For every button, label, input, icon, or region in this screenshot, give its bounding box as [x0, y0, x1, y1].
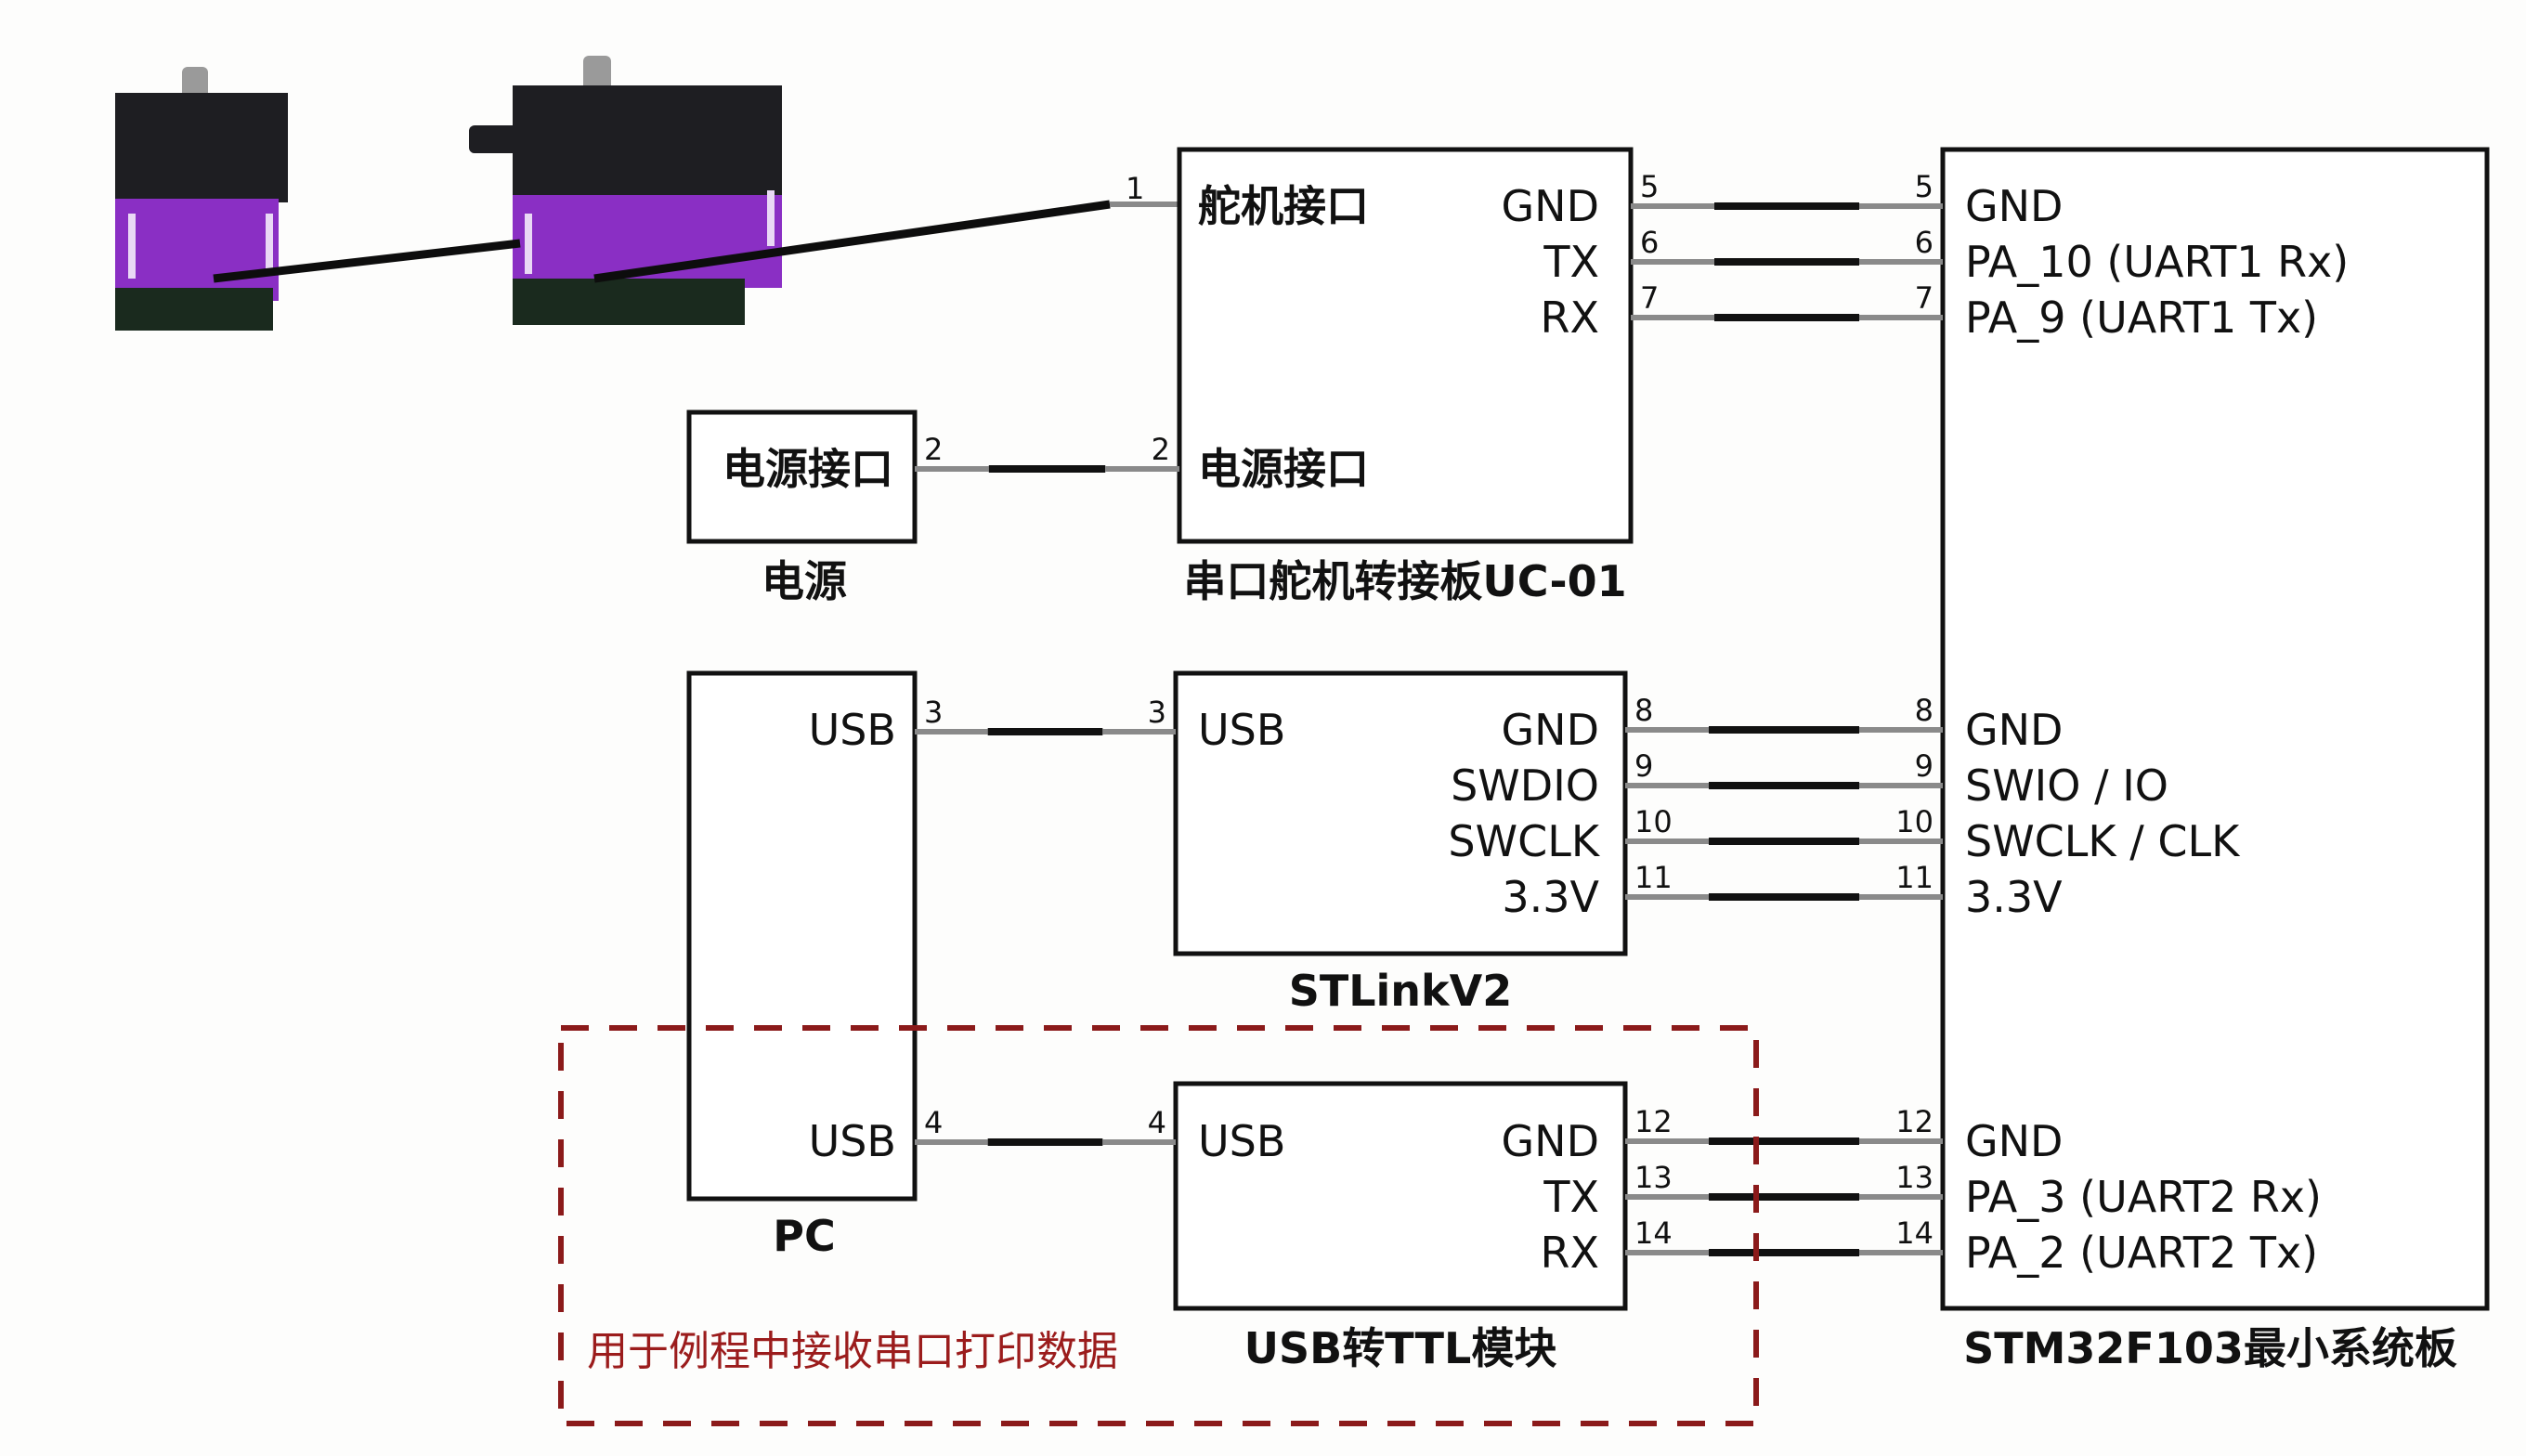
wire-label-11: 11 [1634, 860, 1673, 895]
uc01-pin-rx: RX [1541, 292, 1599, 343]
pc-usb-port-1: USB [809, 705, 896, 755]
stlink-pin-swdio: SWDIO [1451, 760, 1599, 811]
stlink-pin-swclk: SWCLK [1448, 816, 1600, 866]
stm32-pin-gnd-2: GND [1965, 705, 2063, 755]
stlink-pin-3v3: 3.3V [1502, 872, 1599, 922]
wire-label-5: 5 [1915, 169, 1934, 204]
wire-10: 10 10 [1625, 804, 1943, 845]
wire-label-3: 3 [1148, 695, 1166, 730]
wire-12: 12 12 [1625, 1104, 1943, 1145]
wire-label-10: 10 [1634, 804, 1673, 839]
stm32-pin-3v3: 3.3V [1965, 872, 2063, 922]
wire-label-2: 2 [1152, 432, 1170, 467]
uc01-title: 串口舵机转接板UC-01 [1183, 556, 1626, 606]
uc01-servo-port-label: 舵机接口 [1198, 181, 1369, 231]
wire-label-10: 10 [1895, 804, 1934, 839]
pc-block: USB USB PC [686, 670, 918, 1261]
wire-label-8: 8 [1634, 693, 1653, 728]
stm32-title: STM32F103最小系统板 [1963, 1323, 2457, 1373]
stm32-pin-gnd-3: GND [1965, 1116, 2063, 1166]
uc01-power-port-label: 电源接口 [1198, 444, 1369, 494]
wire-14: 14 14 [1625, 1216, 1943, 1256]
wire-label-4: 4 [924, 1105, 943, 1140]
wire-label-6: 6 [1640, 225, 1659, 260]
pc-usb-port-2: USB [809, 1116, 896, 1166]
servo-motor-1 [115, 67, 288, 331]
usb-ttl-block: USB GND TX RX USB转TTL模块 [1173, 1081, 1628, 1373]
stlink-usb-port: USB [1198, 705, 1285, 755]
wire-label-14: 14 [1895, 1216, 1934, 1251]
wire-label-8: 8 [1915, 693, 1934, 728]
wire-13: 13 13 [1625, 1160, 1943, 1201]
uart-debug-note: 用于例程中接收串口打印数据 [587, 1328, 1118, 1375]
stlink-block: USB GND SWDIO SWCLK 3.3V STLinkV2 [1173, 670, 1628, 1016]
uc01-pin-gnd: GND [1502, 181, 1599, 231]
wire-label-3: 3 [924, 695, 943, 730]
wire-label-1: 1 [1126, 171, 1144, 206]
stlink-title: STLinkV2 [1289, 966, 1513, 1016]
power-port-label: 电源接口 [723, 444, 893, 494]
usbttl-usb-port: USB [1198, 1116, 1285, 1166]
servo-link-cable [213, 239, 521, 283]
uc01-adapter-block: 舵机接口 电源接口 GND TX RX 串口舵机转接板UC-01 [1177, 147, 1634, 606]
usbttl-pin-rx: RX [1541, 1228, 1599, 1278]
usbttl-pin-gnd: GND [1502, 1116, 1599, 1166]
wire-label-6: 6 [1915, 225, 1934, 260]
stm32-pin-swclk: SWCLK / CLK [1965, 816, 2241, 866]
stm32-pin-pa2: PA_2 (UART2 Tx) [1965, 1228, 2318, 1278]
usbttl-pin-tx: TX [1543, 1172, 1599, 1222]
wire-label-7: 7 [1640, 280, 1659, 316]
stm32-pin-gnd-1: GND [1965, 181, 2063, 231]
wire-label-13: 13 [1895, 1160, 1934, 1195]
stlink-pin-gnd: GND [1502, 705, 1599, 755]
usbttl-title: USB转TTL模块 [1244, 1323, 1557, 1373]
stm32-pin-swio: SWIO / IO [1965, 760, 2168, 811]
wire-label-11: 11 [1895, 860, 1934, 895]
wire-11: 11 11 [1625, 860, 1943, 901]
wire-label-12: 12 [1895, 1104, 1934, 1139]
stm32-pin-pa3: PA_3 (UART2 Rx) [1965, 1172, 2322, 1222]
uart-debug-highlight-frame [558, 1025, 1759, 1426]
wire-label-14: 14 [1634, 1216, 1673, 1251]
wire-label-2: 2 [924, 432, 943, 467]
stm32-pin-pa9: PA_9 (UART1 Tx) [1965, 292, 2318, 343]
wire-label-4: 4 [1148, 1105, 1166, 1140]
power-title: 电源 [762, 556, 847, 606]
wire-label-9: 9 [1634, 748, 1653, 784]
wire-label-12: 12 [1634, 1104, 1673, 1139]
servo-motor-2 [469, 56, 782, 325]
stm32-pin-pa10: PA_10 (UART1 Rx) [1965, 237, 2349, 287]
power-supply-block: 电源接口 电源 [686, 410, 918, 606]
wire-label-5: 5 [1640, 169, 1659, 204]
servo-output-cable [593, 200, 1111, 283]
pc-title: PC [773, 1211, 835, 1261]
uc01-pin-tx: TX [1543, 237, 1599, 287]
wire-label-7: 7 [1915, 280, 1934, 316]
wire-label-9: 9 [1915, 748, 1934, 784]
wire-label-13: 13 [1634, 1160, 1673, 1195]
stm32-board-block: GND PA_10 (UART1 Rx) PA_9 (UART1 Tx) GND… [1940, 147, 2490, 1373]
